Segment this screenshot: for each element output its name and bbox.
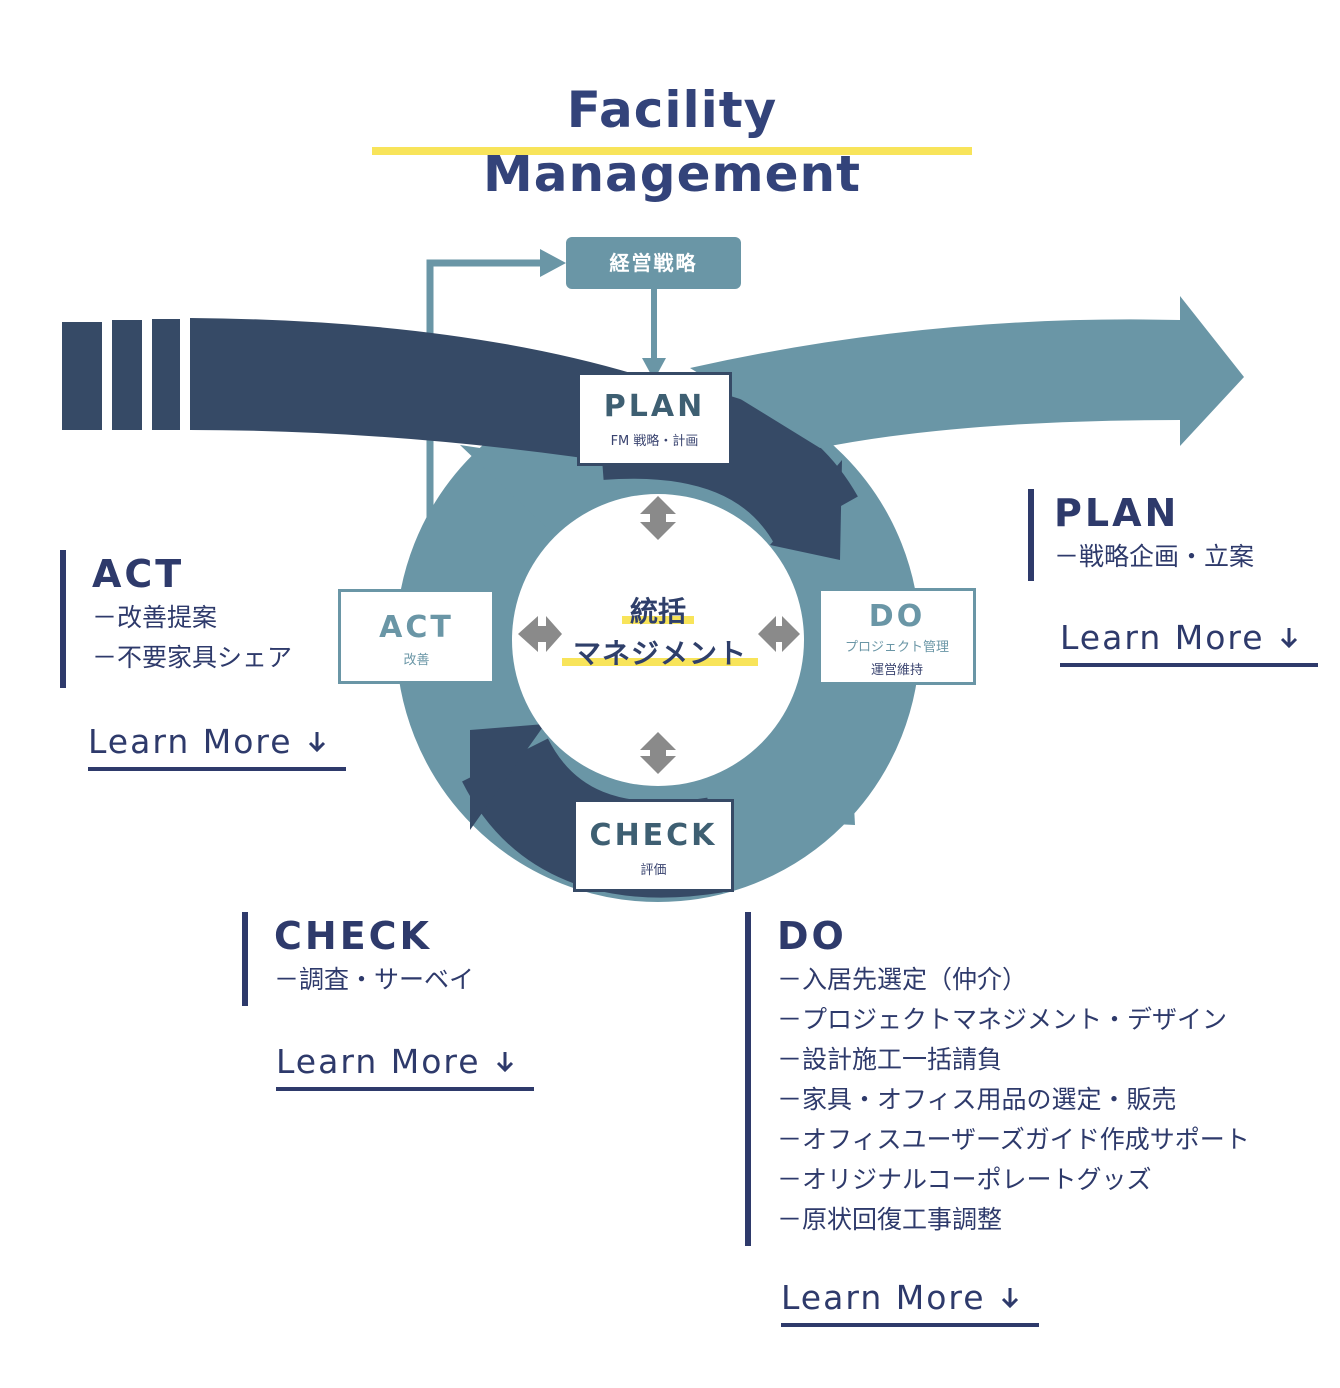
arrow-down-icon <box>308 731 325 752</box>
navy-band <box>190 318 662 470</box>
node-plan-sub: FM 戦略・計画 <box>610 434 699 449</box>
section-act-heading: ACT <box>92 552 185 596</box>
section-do-heading: DO <box>777 914 847 958</box>
list-item: －入居先選定（仲介） <box>777 965 1028 994</box>
list-item: －オリジナルコーポレートグッズ <box>777 1165 1152 1194</box>
title-underline <box>372 147 972 155</box>
node-check-sub: 評価 <box>640 863 667 878</box>
list-item: －オフィスユーザーズガイド作成サポート <box>777 1125 1250 1154</box>
section-plan-heading: PLAN <box>1054 491 1180 535</box>
center-label-2-highlight <box>562 658 758 666</box>
strategy-box: 経営戦略 <box>566 237 741 289</box>
connector-bottom-icon <box>640 732 676 774</box>
section-check-heading: CHECK <box>274 914 432 958</box>
section-do-list: －入居先選定（仲介） －プロジェクトマネジメント・デザイン －設計施工一括請負 … <box>777 960 1250 1240</box>
learn-more-do-label: Learn More <box>781 1278 986 1317</box>
connector-top-icon <box>640 496 676 540</box>
node-check: CHECK 評価 <box>573 799 734 892</box>
list-item: －プロジェクトマネジメント・デザイン <box>777 1005 1228 1034</box>
node-do: DO プロジェクト管理 運営維持 <box>818 588 976 685</box>
section-act: ACT －改善提案 －不要家具シェア <box>60 550 292 688</box>
arc-do-to-check-head <box>750 730 855 825</box>
arrow-down-icon <box>1001 1287 1018 1308</box>
arc-act-to-plan-head <box>460 445 570 550</box>
center-label-1: 統括 <box>608 590 708 630</box>
center-label-2: マネジメント <box>558 632 762 672</box>
section-do: DO －入居先選定（仲介） －プロジェクトマネジメント・デザイン －設計施工一括… <box>745 912 1250 1246</box>
section-check-list: －調査・サーベイ <box>274 960 474 1000</box>
node-act-label: ACT <box>379 610 454 645</box>
node-plan: PLAN FM 戦略・計画 <box>577 372 732 466</box>
arc-plan-to-do-head <box>770 460 842 560</box>
node-act-sub: 改善 <box>403 653 430 668</box>
connector-right-icon <box>758 616 800 652</box>
node-act: ACT 改善 <box>338 589 495 684</box>
section-check: CHECK －調査・サーベイ <box>242 912 474 1006</box>
center-label-1-highlight <box>622 616 694 624</box>
learn-more-plan-label: Learn More <box>1060 618 1265 657</box>
connector-left-icon <box>518 616 562 652</box>
arrow-down-icon <box>1280 627 1297 648</box>
learn-more-check-link[interactable]: Learn More <box>276 1042 534 1091</box>
learn-more-act-link[interactable]: Learn More <box>88 722 346 771</box>
center-circle <box>512 494 804 786</box>
learn-more-do-link[interactable]: Learn More <box>781 1278 1039 1327</box>
section-plan: PLAN －戦略企画・立案 <box>1028 489 1254 581</box>
list-item: －調査・サーベイ <box>274 965 475 994</box>
node-do-label: DO <box>868 599 926 634</box>
teal-growth-arrow <box>690 296 1244 448</box>
list-item: －改善提案 <box>92 603 218 632</box>
arrow-down-icon <box>496 1051 513 1072</box>
band-stripe-1 <box>62 322 102 430</box>
list-item: －不要家具シェア <box>92 643 293 672</box>
list-item: －原状回復工事調整 <box>777 1205 1003 1234</box>
node-plan-label: PLAN <box>603 389 706 424</box>
list-item: －戦略企画・立案 <box>1054 542 1255 571</box>
band-stripe-2 <box>112 320 142 430</box>
feedback-arrowhead <box>540 249 566 277</box>
section-plan-list: －戦略企画・立案 <box>1054 537 1254 577</box>
title-block: Facility Management <box>372 78 972 206</box>
strategy-down-head <box>642 358 666 380</box>
node-do-sub1: プロジェクト管理 <box>844 640 949 655</box>
section-act-list: －改善提案 －不要家具シェア <box>92 598 292 678</box>
band-stripe-3 <box>152 319 180 430</box>
list-item: －設計施工一括請負 <box>777 1045 1003 1074</box>
node-do-sub2: 運営維持 <box>870 663 923 678</box>
learn-more-act-label: Learn More <box>88 722 293 761</box>
learn-more-plan-link[interactable]: Learn More <box>1060 618 1318 667</box>
learn-more-check-label: Learn More <box>276 1042 481 1081</box>
center-connectors <box>518 496 800 774</box>
arc-check-to-act-head <box>470 724 545 830</box>
node-check-label: CHECK <box>589 818 718 853</box>
list-item: －家具・オフィス用品の選定・販売 <box>777 1085 1177 1114</box>
